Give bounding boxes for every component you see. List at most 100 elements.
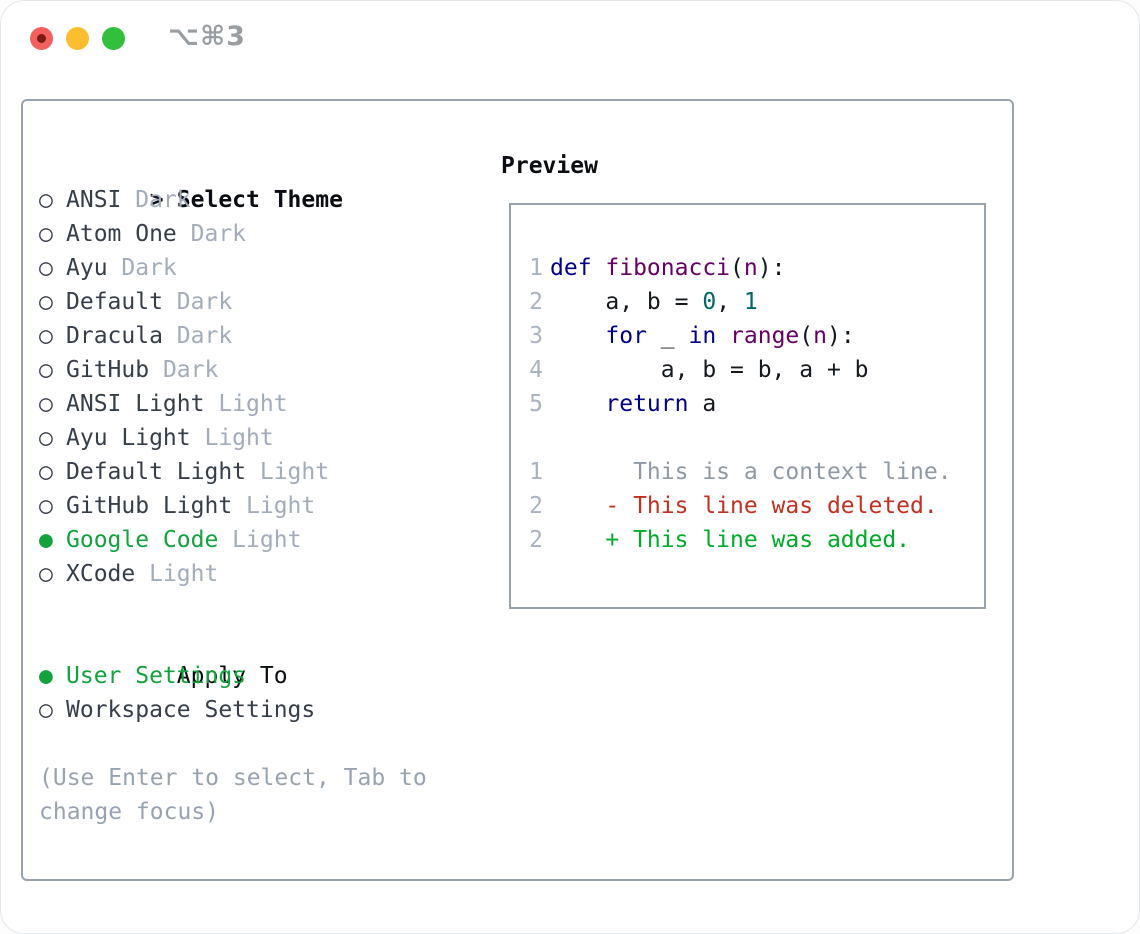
theme-variant: Dark <box>176 221 247 247</box>
theme-option-default-light[interactable]: ○Default Light Light <box>39 455 479 489</box>
radio-icon: ○ <box>39 493 53 519</box>
radio-icon: ○ <box>39 561 53 587</box>
theme-name: GitHub <box>66 357 150 383</box>
theme-variant: Light <box>135 561 219 587</box>
close-button[interactable] <box>30 27 53 50</box>
line-number: 5 <box>529 391 543 417</box>
theme-options-list: ○ANSI Dark○Atom One Dark○Ayu Dark○Defaul… <box>39 183 479 591</box>
hint-line: (Use Enter to select, Tab to <box>39 765 427 791</box>
close-dot-icon <box>37 34 46 43</box>
window-titlebar: ⌥⌘3 <box>1 1 1139 76</box>
code-token-pl <box>550 391 605 417</box>
code-token-kw: in <box>688 323 717 349</box>
apply-option-label: User Settings <box>66 663 247 689</box>
radio-icon: ○ <box>39 323 53 349</box>
code-token-pl: a, b = b, a + b <box>550 357 869 383</box>
theme-name: Default <box>66 289 163 315</box>
code-token-kw: return <box>605 391 689 417</box>
theme-option-ansi-light[interactable]: ○ANSI Light Light <box>39 387 479 421</box>
theme-name: XCode <box>66 561 136 587</box>
theme-name: Atom One <box>66 221 177 247</box>
radio-icon: ○ <box>39 221 53 247</box>
hint-text: (Use Enter to select, Tab to change focus… <box>39 761 479 829</box>
code-token-fn: fibonacci <box>605 255 731 281</box>
line-number: 1 <box>529 459 543 485</box>
code-token-pl: _ <box>646 323 689 349</box>
radio-icon: ○ <box>39 357 53 383</box>
theme-variant: Light <box>190 425 274 451</box>
radio-icon: ○ <box>39 187 53 213</box>
line-number: 1 <box>529 255 543 281</box>
code-token-kw: for <box>605 323 647 349</box>
code-token-ctx: This is a context line. <box>550 459 952 485</box>
theme-variant: Dark <box>162 323 233 349</box>
code-line: 5 return a <box>529 387 984 421</box>
code-token-lit: 1 <box>743 289 758 315</box>
theme-name: Google Code <box>66 527 219 553</box>
code-line: 3 for _ in range(n): <box>529 319 984 353</box>
theme-name: Dracula <box>66 323 163 349</box>
diff-line: 2 - This line was deleted. <box>529 489 984 523</box>
code-token-fn: range <box>730 323 800 349</box>
radio-selected-icon: ● <box>39 663 53 689</box>
radio-icon: ○ <box>39 425 53 451</box>
theme-option-google-code[interactable]: ● Google Code Light <box>39 523 479 557</box>
theme-variant: Dark <box>121 187 191 213</box>
code-token-kw: def <box>550 255 606 281</box>
theme-option-default[interactable]: ○Default Dark <box>39 285 479 319</box>
theme-option-xcode[interactable]: ○ XCode Light <box>39 557 479 591</box>
code-line: 4 a, b = b, a + b <box>529 353 984 387</box>
line-number: 2 <box>529 289 543 315</box>
radio-icon: ○ <box>39 697 53 723</box>
spacer <box>39 727 479 761</box>
code-token-pl: , <box>716 289 744 315</box>
apply-option-workspace-settings[interactable]: ○ Workspace Settings <box>39 693 479 727</box>
code-token-add: + This line was added. <box>550 527 911 553</box>
code-line: 2 a, b = 0, 1 <box>529 285 984 319</box>
radio-icon: ○ <box>39 255 53 281</box>
apply-to-options-list: ● User Settings ○ Workspace Settings <box>39 659 479 727</box>
diff-line: 2 + This line was added. <box>529 523 984 557</box>
diff-line: 1 This is a context line. <box>529 455 984 489</box>
radio-selected-icon: ● <box>39 527 53 553</box>
theme-option-atom-one[interactable]: ○ Atom One Dark <box>39 217 479 251</box>
theme-name: Default Light <box>66 459 247 485</box>
minimize-button[interactable] <box>66 27 89 50</box>
line-number: 2 <box>529 493 543 519</box>
spacer <box>529 421 984 455</box>
apply-option-user-settings[interactable]: ● User Settings <box>39 659 479 693</box>
theme-option-ansi[interactable]: ○ ANSI Dark <box>39 183 479 217</box>
theme-name: Ayu Light <box>66 425 191 451</box>
theme-selector-panel: >Select Theme ○ANSI Dark○Atom One Dark○A… <box>21 99 1014 881</box>
spacer <box>39 591 479 625</box>
theme-option-dracula[interactable]: ○ Dracula Dark <box>39 319 479 353</box>
preview-title: Preview <box>501 153 598 179</box>
theme-variant: Light <box>204 391 288 417</box>
radio-icon: ○ <box>39 391 53 417</box>
theme-name: Ayu <box>66 255 108 281</box>
theme-menu: >Select Theme ○ANSI Dark○Atom One Dark○A… <box>39 149 479 829</box>
code-token-fn: n <box>743 255 758 281</box>
code-token-pl: a, b = <box>550 289 703 315</box>
theme-name: ANSI <box>66 187 122 213</box>
line-number: 3 <box>529 323 543 349</box>
menu-title: Select Theme <box>176 187 343 213</box>
maximize-button[interactable] <box>102 27 125 50</box>
theme-option-github-light[interactable]: ○ GitHub Light Light <box>39 489 479 523</box>
apply-to-header: Apply To <box>39 625 479 689</box>
theme-name: GitHub Light <box>66 493 233 519</box>
diff-sample: 1 This is a context line.2 - This line w… <box>529 455 984 557</box>
window-title: ⌥⌘3 <box>168 21 246 52</box>
theme-variant: Light <box>218 527 302 553</box>
code-token-pl: ( <box>799 323 814 349</box>
menu-header: >Select Theme <box>39 149 479 213</box>
theme-option-github[interactable]: ○GitHub Dark <box>39 353 479 387</box>
theme-option-ayu-light[interactable]: ○ Ayu Light Light <box>39 421 479 455</box>
theme-variant: Light <box>232 493 316 519</box>
apply-option-label: Workspace Settings <box>66 697 316 723</box>
theme-option-ayu[interactable]: ○Ayu Dark <box>39 251 479 285</box>
hint-line: change focus) <box>39 799 220 825</box>
